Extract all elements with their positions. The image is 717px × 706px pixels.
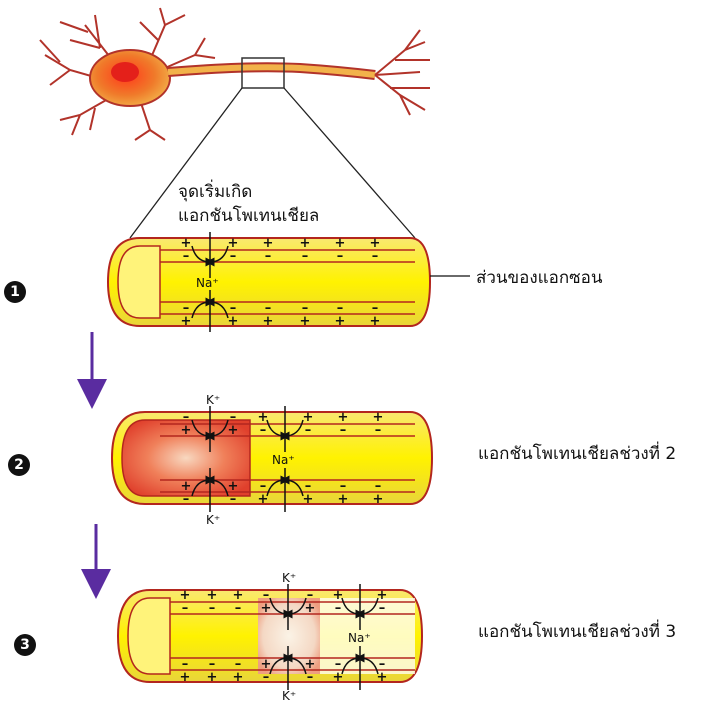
charge-sign: – xyxy=(183,492,190,507)
step-3-marker: 3 xyxy=(14,634,36,656)
charge-sign: – xyxy=(307,670,314,685)
segment-3-label: แอกชันโพเทนเชียลช่วงที่ 3 xyxy=(478,618,676,645)
na-label-3: Na⁺ xyxy=(348,631,371,645)
charge-sign: + xyxy=(303,492,314,507)
charge-sign: – xyxy=(372,249,379,264)
charge-sign: + xyxy=(377,670,388,685)
charge-sign: + xyxy=(258,492,269,507)
charge-sign: + xyxy=(338,492,349,507)
charge-sign: – xyxy=(379,601,386,616)
charge-sign: – xyxy=(340,423,347,438)
segment-2-label: แอกชันโพเทนเชียลช่วงที่ 2 xyxy=(478,440,676,467)
na-label-1: Na⁺ xyxy=(196,276,219,290)
na-label-2: Na⁺ xyxy=(272,453,295,467)
origin-label-line2: แอกชันโพเทนเชียล xyxy=(178,204,319,228)
charge-sign: + xyxy=(300,314,311,329)
origin-label-line1: จุดเริ่มเกิด xyxy=(178,180,319,204)
charge-sign: + xyxy=(263,314,274,329)
charge-sign: – xyxy=(209,601,216,616)
charge-sign: + xyxy=(333,670,344,685)
charge-sign: – xyxy=(375,423,382,438)
charge-sign: – xyxy=(235,601,242,616)
charge-sign: – xyxy=(260,423,267,438)
charge-sign: + xyxy=(335,314,346,329)
axon-terminals xyxy=(375,30,430,115)
charge-sign: – xyxy=(335,601,342,616)
charge-sign: + xyxy=(228,314,239,329)
step-3-number: 3 xyxy=(20,637,30,653)
axon-segment-2: K⁺ K⁺ Na⁺ xyxy=(112,393,432,527)
charge-sign: + xyxy=(261,601,272,616)
k-label-2-bottom: K⁺ xyxy=(206,513,220,527)
k-label-3-top: K⁺ xyxy=(282,571,296,585)
k-label-2-top: K⁺ xyxy=(206,393,220,407)
step-1-marker: 1 xyxy=(4,281,26,303)
charge-sign: + xyxy=(181,423,192,438)
step-1-number: 1 xyxy=(10,284,20,300)
charge-sign: + xyxy=(370,314,381,329)
step-2-number: 2 xyxy=(14,457,24,473)
charge-sign: – xyxy=(263,670,270,685)
nucleus xyxy=(111,62,139,82)
charge-sign: + xyxy=(180,670,191,685)
charge-sign: – xyxy=(182,601,189,616)
charge-sign: + xyxy=(305,601,316,616)
charge-sign: – xyxy=(302,249,309,264)
step-2-marker: 2 xyxy=(8,454,30,476)
charge-sign: – xyxy=(183,249,190,264)
charge-sign: + xyxy=(181,314,192,329)
charge-sign: – xyxy=(230,492,237,507)
charge-sign: – xyxy=(265,249,272,264)
origin-label: จุดเริ่มเกิด แอกชันโพเทนเชียล xyxy=(178,180,319,228)
charge-sign: – xyxy=(337,249,344,264)
neuron xyxy=(40,8,430,140)
charge-sign: – xyxy=(305,423,312,438)
charge-sign: + xyxy=(228,423,239,438)
axon-part-label: ส่วนของแอกซอน xyxy=(476,264,603,291)
charge-sign: + xyxy=(373,492,384,507)
k-label-3-bottom: K⁺ xyxy=(282,689,296,702)
charge-sign: – xyxy=(230,249,237,264)
charge-sign: + xyxy=(207,670,218,685)
charge-sign: + xyxy=(233,670,244,685)
